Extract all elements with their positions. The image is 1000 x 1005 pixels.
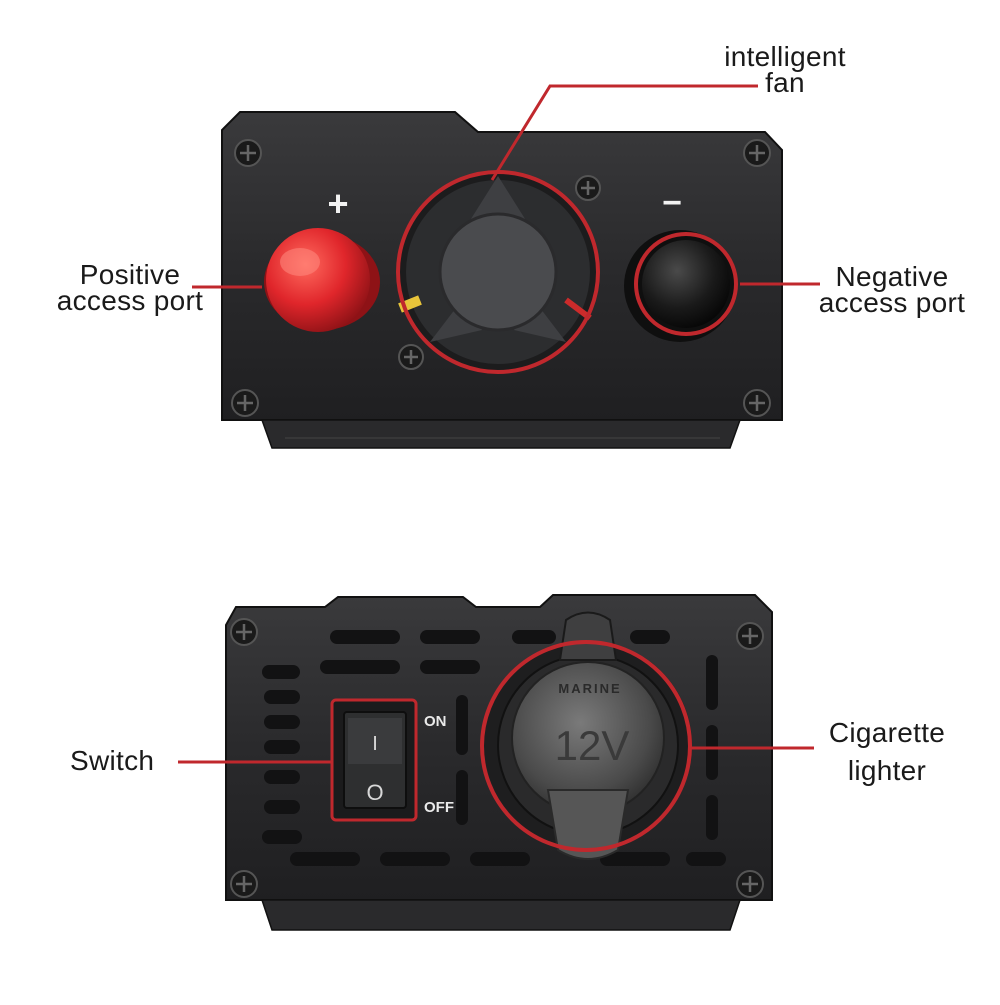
lighter-socket: MARINE 12V	[480, 611, 692, 860]
fan-label-line1: intelligent	[724, 41, 846, 72]
screw-icon	[736, 622, 764, 650]
switch-label-text: Switch	[70, 745, 155, 776]
screw-icon	[230, 870, 258, 898]
socket-voltage: 12V	[555, 722, 630, 769]
lighter-label-line2: lighter	[847, 755, 927, 786]
screw-icon	[230, 618, 258, 646]
lighter-label-line1: Cigarette	[828, 717, 946, 748]
fan-label-line2: fan	[765, 67, 805, 98]
negative-port-label: Negative access port	[806, 261, 978, 318]
screw-icon	[234, 139, 262, 167]
switch-on-label: ON	[424, 713, 447, 730]
positive-label-line2: access port	[56, 285, 204, 316]
screw-icon	[743, 389, 771, 417]
fan-leader-line	[490, 84, 758, 181]
switch-o-mark: O	[366, 780, 383, 805]
callout-lines	[178, 84, 820, 764]
screw-icon	[743, 139, 771, 167]
fan-icon	[396, 170, 600, 374]
positive-port-label: Positive access port	[40, 259, 220, 316]
switch-off-label: OFF	[424, 799, 454, 816]
plus-mark: +	[327, 183, 348, 224]
positive-label-line1: Positive	[79, 259, 181, 290]
negative-label-line2: access port	[818, 287, 966, 318]
rear-panel: I O ON OFF MARINE 12V	[225, 594, 773, 931]
screw-icon	[231, 389, 259, 417]
power-switch: I O	[330, 698, 418, 822]
positive-terminal	[264, 228, 380, 332]
switch-label: Switch	[70, 745, 170, 776]
cigarette-lighter-label: Cigarette lighter	[812, 714, 962, 790]
switch-i-mark: I	[372, 733, 378, 755]
screw-icon	[398, 344, 424, 370]
vent-slots	[262, 630, 726, 866]
screw-icon	[575, 175, 601, 201]
intelligent-fan-label: intelligent fan	[700, 41, 870, 98]
socket-brand: MARINE	[558, 681, 621, 696]
minus-mark: −	[662, 184, 682, 222]
screw-icon	[736, 870, 764, 898]
negative-label-line1: Negative	[835, 261, 949, 292]
negative-terminal	[624, 230, 738, 342]
front-panel: + −	[221, 111, 783, 449]
